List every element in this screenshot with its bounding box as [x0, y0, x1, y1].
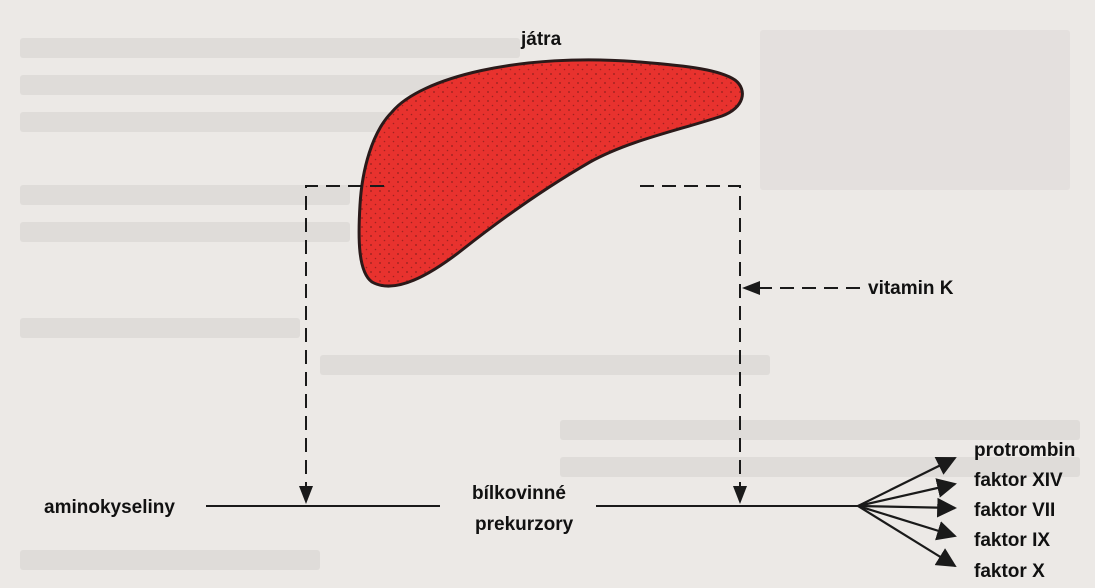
precursor-label-line1: bílkovinné — [472, 484, 566, 503]
vitamin-k-label: vitamin K — [868, 279, 954, 298]
arrow-faktor-xiv — [858, 484, 955, 506]
arrowhead-right-down — [733, 486, 747, 504]
arrowhead-vitamin-left — [742, 281, 760, 295]
precursor-label-line2: prekurzory — [475, 515, 573, 534]
aminoacids-label: aminokyseliny — [44, 498, 175, 517]
liver-shape — [359, 60, 742, 286]
liver-label: játra — [521, 30, 561, 49]
factor-arrows — [858, 458, 955, 566]
arrow-faktor-ix — [858, 506, 955, 536]
dashed-line-right — [640, 186, 740, 496]
arrow-protrombin — [858, 458, 955, 506]
factor-label-protrombin: protrombin — [974, 441, 1075, 460]
factor-label-faktor-vii: faktor VII — [974, 501, 1055, 520]
arrowhead-left-down — [299, 486, 313, 504]
arrow-faktor-vii — [858, 506, 955, 508]
factor-label-faktor-ix: faktor IX — [974, 531, 1050, 550]
factor-label-faktor-xiv: faktor XIV — [974, 471, 1063, 490]
factor-label-faktor-x: faktor X — [974, 562, 1045, 581]
arrow-faktor-x — [858, 506, 955, 566]
